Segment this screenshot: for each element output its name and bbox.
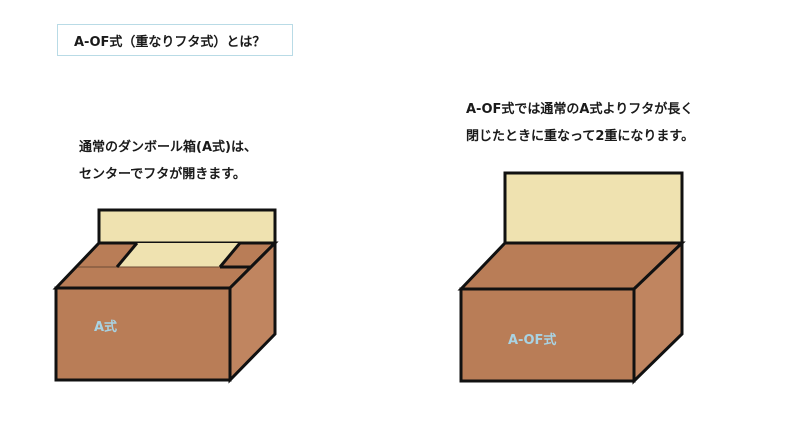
aof-style-box-label: A-OF式 xyxy=(508,332,556,348)
a-style-center-opening xyxy=(117,243,240,267)
aof-style-box: A-OF式 xyxy=(457,171,686,385)
left-caption: 通常のダンボール箱(A式)は、 センターでフタが開きます。 xyxy=(79,134,257,188)
right-caption: A-OF式では通常のA式よりフタが長く 閉じたときに重なって2重になります。 xyxy=(466,96,694,150)
page-title: A-OF式（重なりフタ式）とは？ xyxy=(57,24,293,56)
aof-style-side-face xyxy=(632,239,684,385)
aof-style-front-face xyxy=(459,287,636,383)
a-style-side-face xyxy=(228,239,277,384)
a-style-opening-edge xyxy=(115,242,139,268)
left-caption-line-2: センターでフタが開きます。 xyxy=(79,167,246,182)
a-style-box-label: A式 xyxy=(94,319,117,335)
right-caption-line-1: A-OF式では通常のA式よりフタが長く xyxy=(466,102,694,117)
a-style-front-face xyxy=(54,286,232,382)
a-style-opening-edge-2 xyxy=(218,242,242,268)
aof-style-back-flap xyxy=(503,171,684,245)
right-caption-line-2: 閉じたときに重なって2重になります。 xyxy=(466,129,695,144)
a-style-box: A式 xyxy=(52,208,279,384)
left-caption-line-1: 通常のダンボール箱(A式)は、 xyxy=(79,140,257,155)
a-style-back-flap xyxy=(97,208,277,245)
page-title-text: A-OF式（重なりフタ式）とは？ xyxy=(74,34,266,50)
